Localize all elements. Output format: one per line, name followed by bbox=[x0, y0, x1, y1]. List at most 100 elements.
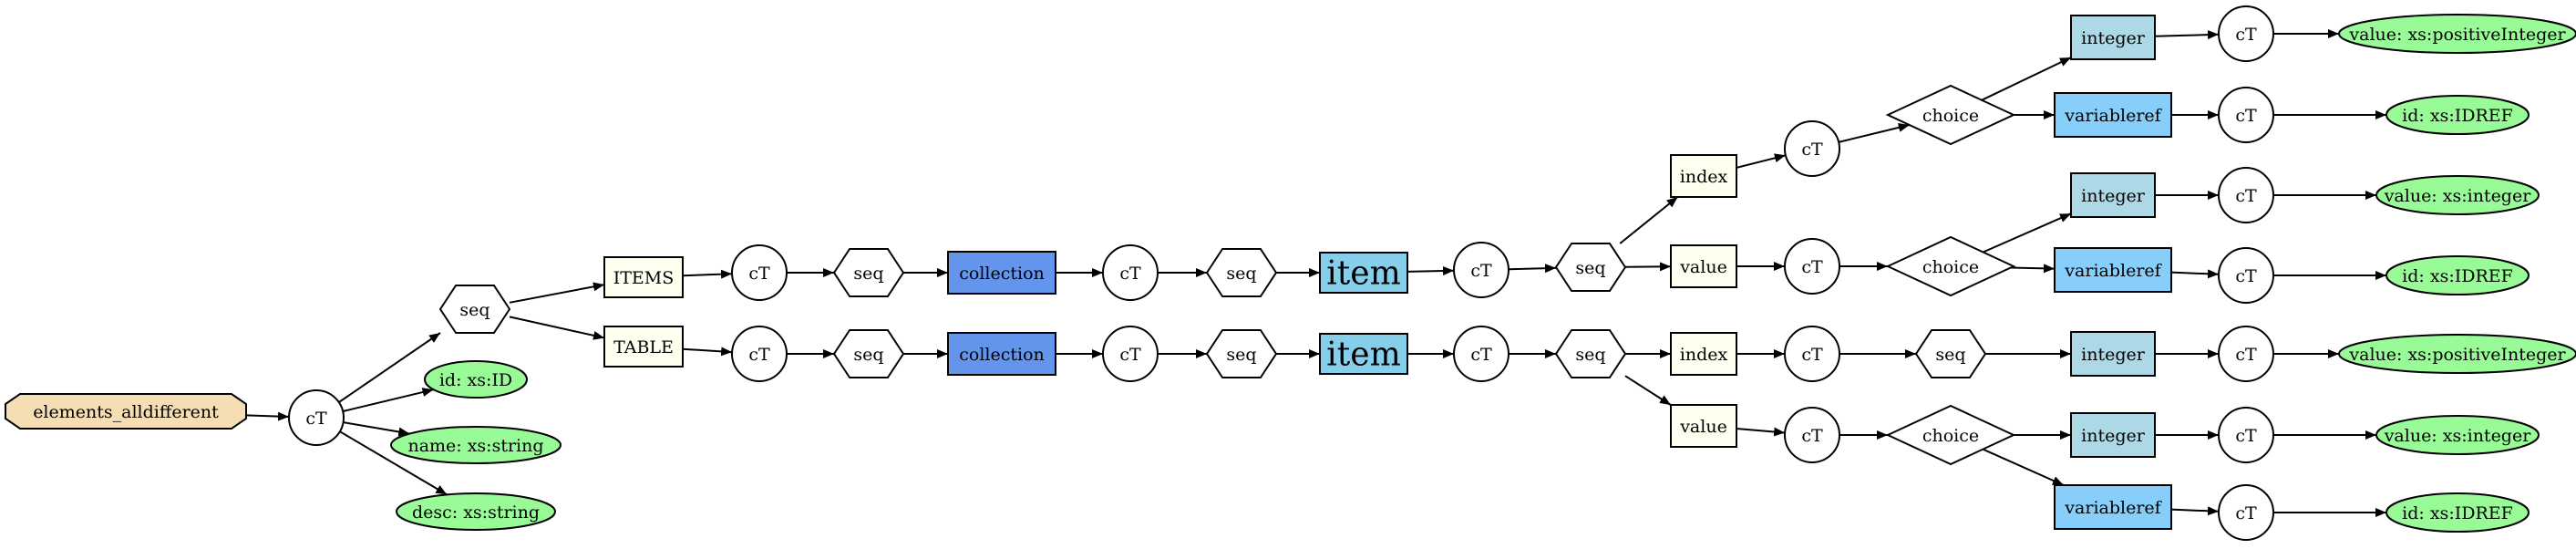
node-attr_desc: desc: xs:string bbox=[396, 492, 556, 531]
node-ct_int_index_table: cT bbox=[2218, 326, 2274, 382]
node-shape bbox=[947, 332, 1056, 376]
node-label: seq bbox=[853, 264, 883, 284]
node-label: index bbox=[1680, 167, 1728, 187]
node-label: variableref bbox=[2064, 498, 2162, 518]
node-label: seq bbox=[1935, 345, 1965, 365]
node-label: id: xs:IDREF bbox=[2402, 503, 2513, 523]
node-label: value: xs:positiveInteger bbox=[2348, 25, 2566, 45]
edge-value_table-to-ct_value_table bbox=[1736, 427, 1786, 437]
node-label: choice bbox=[1922, 257, 1979, 277]
node-shape bbox=[603, 326, 684, 368]
node-label: item bbox=[1326, 337, 1400, 374]
node-shape bbox=[731, 326, 788, 382]
node-label: cT bbox=[1801, 345, 1823, 365]
node-shape bbox=[2218, 87, 2274, 143]
node-shape bbox=[947, 251, 1056, 295]
node-shape bbox=[1205, 329, 1278, 378]
node-ct_value_table: cT bbox=[1784, 407, 1840, 463]
edge-root-to-ct_root bbox=[245, 411, 290, 421]
node-label: seq bbox=[853, 345, 883, 365]
node-shape bbox=[2070, 172, 2156, 218]
node-label: cT bbox=[748, 345, 770, 365]
node-id_vref_value_table: id: xs:IDREF bbox=[2385, 492, 2530, 533]
node-shape bbox=[2338, 14, 2576, 54]
node-seq_coll_table: seq bbox=[1205, 329, 1278, 378]
node-label: integer bbox=[2081, 426, 2146, 446]
node-seq_index_table: seq bbox=[1914, 329, 1987, 378]
node-shape bbox=[288, 389, 345, 446]
node-label: item bbox=[1326, 255, 1400, 293]
node-shape bbox=[424, 360, 528, 399]
node-seq_item_table: seq bbox=[1554, 329, 1627, 378]
node-shape bbox=[1205, 248, 1278, 297]
node-label: desc: xs:string bbox=[412, 502, 540, 523]
edge-ct_item_items-to-seq_item_items bbox=[1508, 264, 1557, 274]
edge-choice_value_table-to-vref_value_table bbox=[1982, 448, 2065, 486]
node-ct_coll_items: cT bbox=[1102, 244, 1159, 301]
node-shape bbox=[2218, 326, 2274, 382]
node-shape bbox=[2385, 492, 2530, 533]
edge-items-to-ct_items bbox=[682, 269, 733, 279]
node-val_int_index_items: value: xs:positiveInteger bbox=[2338, 14, 2576, 54]
node-shape bbox=[832, 248, 905, 297]
node-label: seq bbox=[1575, 345, 1605, 365]
node-label: ITEMS bbox=[613, 268, 675, 288]
edge-ct_root-to-seq_root bbox=[338, 332, 441, 403]
edge-vref_value_items-to-ct_vref_value_items bbox=[2170, 269, 2220, 279]
node-shape bbox=[2218, 247, 2274, 304]
node-label: seq bbox=[1226, 264, 1256, 284]
node-shape bbox=[2385, 255, 2530, 295]
node-table: TABLE bbox=[603, 326, 684, 368]
node-ct_item_items: cT bbox=[1453, 242, 1510, 298]
node-ct_int_index_items: cT bbox=[2218, 5, 2274, 62]
edge-ct_index_items-to-choice_index_items bbox=[1838, 122, 1911, 143]
node-items: ITEMS bbox=[603, 256, 684, 298]
node-label: collection bbox=[959, 345, 1045, 365]
node-val_int_index_table: value: xs:positiveInteger bbox=[2338, 334, 2576, 374]
node-coll_table: collection bbox=[947, 332, 1056, 376]
node-label: integer bbox=[2081, 186, 2146, 206]
node-shape bbox=[2375, 175, 2540, 215]
node-shape bbox=[2375, 415, 2540, 455]
node-val_int_value_items: value: xs:integer bbox=[2375, 175, 2540, 215]
node-shape bbox=[5, 393, 247, 430]
node-shape bbox=[1554, 329, 1627, 378]
node-label: seq bbox=[1575, 258, 1605, 278]
node-shape bbox=[2070, 15, 2156, 60]
node-choice_value_table: choice bbox=[1885, 404, 2016, 466]
node-ct_items: cT bbox=[731, 244, 788, 301]
edge-int_index_items-to-ct_int_index_items bbox=[2154, 30, 2220, 40]
node-shape bbox=[2218, 407, 2274, 463]
node-shape bbox=[396, 492, 556, 531]
node-shape bbox=[1885, 404, 2016, 466]
node-shape bbox=[1670, 332, 1737, 376]
node-label: cT bbox=[2235, 266, 2257, 286]
node-choice_index_items: choice bbox=[1885, 84, 2016, 146]
node-shape bbox=[1784, 120, 1840, 177]
node-ct_item_table: cT bbox=[1453, 326, 1510, 382]
edge-ct_root-to-attr_desc bbox=[339, 430, 448, 496]
node-ct_vref_value_table: cT bbox=[2218, 484, 2274, 541]
node-shape bbox=[2218, 484, 2274, 541]
edge-seq_item_table-to-value_table bbox=[1624, 375, 1672, 406]
node-attr_name: name: xs:string bbox=[390, 426, 562, 464]
node-label: value: xs:integer bbox=[2384, 186, 2532, 206]
node-label: variableref bbox=[2064, 106, 2162, 126]
node-label: seq bbox=[1226, 345, 1256, 365]
node-shape bbox=[1885, 84, 2016, 146]
edge-choice_value_items-to-vref_value_items bbox=[2010, 264, 2056, 274]
edge-table-to-ct_table bbox=[682, 347, 733, 357]
node-int_value_table: integer bbox=[2070, 412, 2156, 458]
node-seq_root: seq bbox=[438, 285, 511, 334]
node-item_table: item bbox=[1319, 333, 1408, 375]
node-ct_vref_index_items: cT bbox=[2218, 87, 2274, 143]
node-label: value bbox=[1679, 257, 1727, 277]
node-value_table: value bbox=[1670, 404, 1737, 448]
node-choice_value_items: choice bbox=[1885, 235, 2016, 297]
node-shape bbox=[1885, 235, 2016, 297]
node-id_vref_index_items: id: xs:IDREF bbox=[2385, 95, 2530, 135]
node-label: cT bbox=[2235, 25, 2257, 45]
edge-seq_root-to-table bbox=[509, 316, 605, 340]
node-shape bbox=[731, 244, 788, 301]
edge-vref_value_table-to-ct_vref_value_table bbox=[2170, 506, 2220, 516]
